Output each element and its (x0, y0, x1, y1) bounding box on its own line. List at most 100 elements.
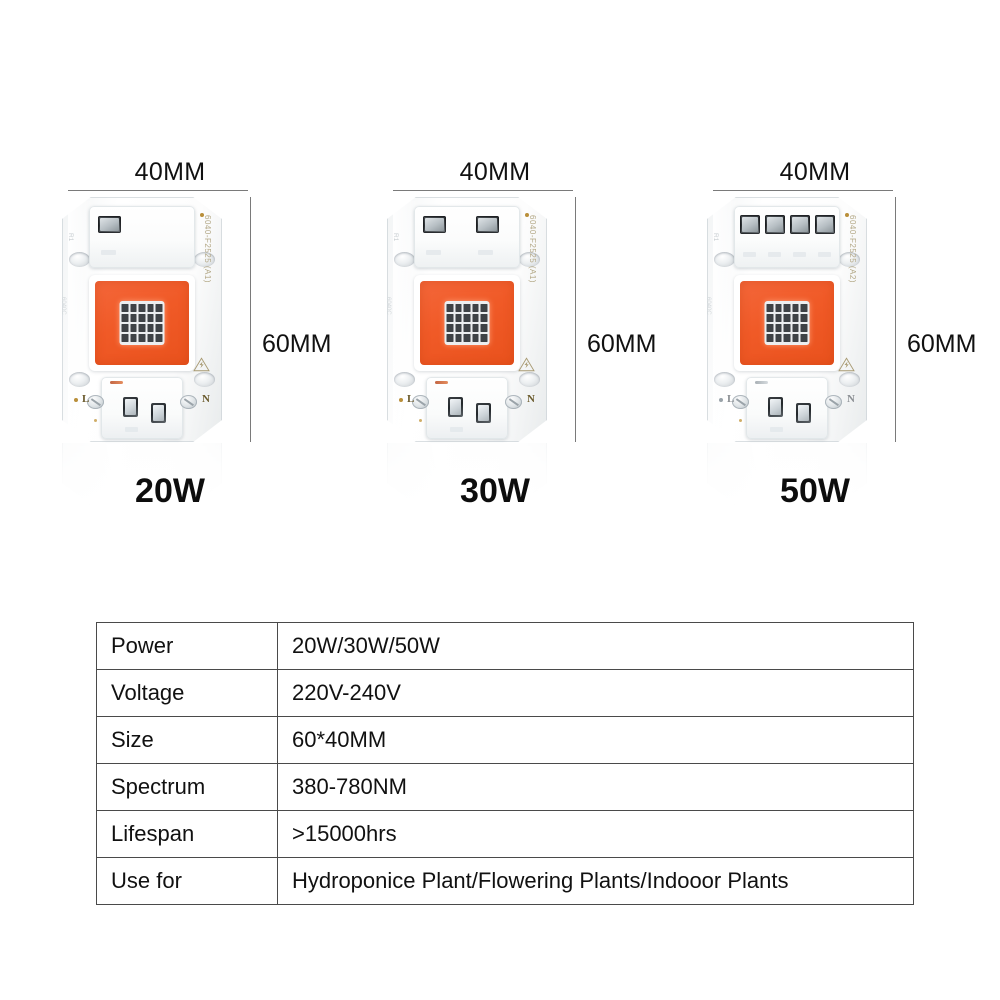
width-dimension-line (713, 190, 893, 191)
mounting-hole (839, 372, 860, 387)
solder-blob (739, 419, 742, 422)
high-voltage-warning-icon (193, 357, 210, 372)
phosphor-surface (420, 281, 514, 365)
driver-ic (423, 216, 446, 233)
product-card-50w: 40MM 60MM R1 6040C (655, 0, 976, 600)
width-dimension-line (393, 190, 573, 191)
driver-ic (98, 216, 121, 233)
terminal-block (101, 377, 183, 439)
solder-blob (419, 419, 422, 422)
board-part-number: 6040-F2525 (A2) (848, 215, 857, 283)
wire-marking (755, 381, 768, 384)
spec-key: Lifespan (96, 810, 278, 858)
mounting-hole (194, 252, 215, 267)
phosphor-surface (95, 281, 189, 365)
solder-pad (450, 427, 463, 432)
led-chip-20w: R1 6040C 6040-F2525 (A1) (60, 197, 222, 442)
mounting-hole (69, 372, 90, 387)
width-dimension-label: 40MM (459, 158, 531, 186)
terminal-screw-port-neutral (476, 403, 491, 423)
mounting-hole (394, 372, 415, 387)
product-card-30w: 40MM 60MM R1 6040C (335, 0, 657, 600)
solder-pad (101, 250, 116, 255)
high-voltage-warning-icon (838, 357, 855, 372)
terminal-screw (412, 395, 429, 409)
solder-pad (793, 252, 806, 257)
terminal-screw-port-live (123, 397, 138, 417)
wire-marking (110, 381, 123, 384)
high-voltage-warning-icon (518, 357, 535, 372)
terminal-label-live: L (727, 393, 735, 405)
solder-blob (94, 419, 97, 422)
height-dimension-line (250, 197, 251, 442)
board-revision-code: R1 (712, 233, 719, 242)
width-dimension-line (68, 190, 248, 191)
led-die-array (444, 301, 490, 345)
table-row: Use for Hydroponice Plant/Flowering Plan… (96, 857, 914, 905)
board-edge-silkscreen: 6040C (705, 297, 711, 315)
terminal-screw (505, 395, 522, 409)
height-dimension-label: 60MM (587, 330, 657, 358)
terminal-block (746, 377, 828, 439)
solder-pad (125, 427, 138, 432)
product-card-20w: 40MM 60MM R1 6040C (10, 0, 332, 600)
power-rating-label: 50W (780, 472, 850, 510)
height-dimension-label: 60MM (262, 330, 332, 358)
solder-pad (478, 250, 493, 255)
spec-value: 380-780NM (277, 763, 914, 811)
mounting-hole (839, 252, 860, 267)
cob-emitter (414, 275, 520, 371)
spec-key: Power (96, 622, 278, 670)
cob-emitter (734, 275, 840, 371)
solder-pad (818, 252, 831, 257)
terminal-label-live: L (407, 393, 415, 405)
width-dimension-label: 40MM (134, 158, 206, 186)
mounting-hole (519, 372, 540, 387)
power-rating-label: 30W (460, 472, 530, 510)
driver-ic (740, 215, 760, 234)
polarity-dot-live (399, 398, 403, 402)
led-die-array (119, 301, 165, 345)
spec-key: Voltage (96, 669, 278, 717)
copper-pad (525, 213, 529, 217)
height-dimension-line (895, 197, 896, 442)
terminal-label-neutral: N (847, 393, 855, 405)
led-chip-30w: R1 6040C 6040-F2525 (A1) (385, 197, 547, 442)
mounting-hole (714, 372, 735, 387)
terminal-screw-port-live (768, 397, 783, 417)
terminal-label-neutral: N (527, 393, 535, 405)
driver-block (734, 206, 840, 268)
terminal-screw-port-neutral (796, 403, 811, 423)
spec-value: 60*40MM (277, 716, 914, 764)
spec-key: Spectrum (96, 763, 278, 811)
board-edge-silkscreen: 6040C (60, 297, 66, 315)
cob-emitter (89, 275, 195, 371)
mounting-hole (519, 252, 540, 267)
table-row: Lifespan >15000hrs (96, 810, 914, 858)
specification-table: Power 20W/30W/50W Voltage 220V-240V Size… (96, 622, 914, 905)
mounting-hole (714, 252, 735, 267)
board-edge-silkscreen: 6040C (385, 297, 391, 315)
terminal-screw (825, 395, 842, 409)
board-revision-code: R1 (392, 233, 399, 242)
terminal-screw-port-neutral (151, 403, 166, 423)
driver-block (89, 206, 195, 268)
table-row: Power 20W/30W/50W (96, 622, 914, 670)
phosphor-surface (740, 281, 834, 365)
solder-pad (426, 250, 441, 255)
driver-block (414, 206, 520, 268)
table-row: Size 60*40MM (96, 716, 914, 764)
board-part-number: 6040-F2525 (A1) (203, 215, 212, 283)
driver-ic (476, 216, 499, 233)
terminal-label-neutral: N (202, 393, 210, 405)
board-part-number: 6040-F2525 (A1) (528, 215, 537, 283)
driver-ic (815, 215, 835, 234)
terminal-block (426, 377, 508, 439)
product-gallery: 40MM 60MM R1 6040C (0, 0, 1000, 600)
board-revision-code: R1 (67, 233, 74, 242)
wire-marking (435, 381, 448, 384)
driver-ic (790, 215, 810, 234)
spec-value: >15000hrs (277, 810, 914, 858)
power-rating-label: 20W (135, 472, 205, 510)
table-row: Spectrum 380-780NM (96, 763, 914, 811)
